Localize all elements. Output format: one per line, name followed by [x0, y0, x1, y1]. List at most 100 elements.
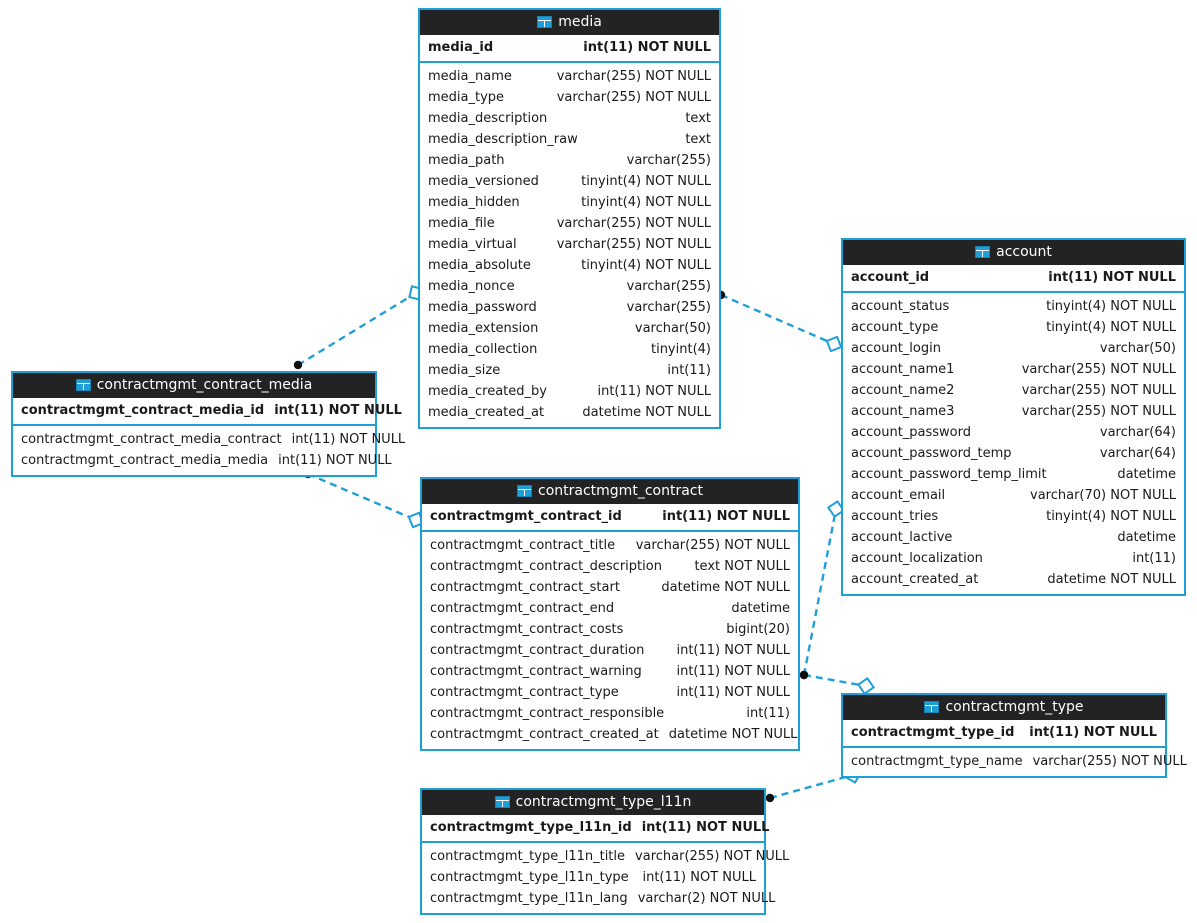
entity-header-contractmgmt_type[interactable]: contractmgmt_type: [843, 695, 1165, 720]
attribute-type: varchar(255): [626, 279, 711, 294]
attribute-name: account_login: [851, 341, 941, 356]
entity-header-contractmgmt_contract_media[interactable]: contractmgmt_contract_media: [13, 373, 375, 398]
attribute-type: int(11) NOT NULL: [597, 384, 711, 399]
relationship-rel-contractmedia-contract[interactable]: [303, 469, 425, 529]
relationship-rel-contract-type[interactable]: [799, 670, 876, 696]
attribute-type: datetime NOT NULL: [1047, 572, 1176, 587]
attribute-type: text: [685, 111, 711, 126]
entity-title: contractmgmt_contract_media: [96, 377, 313, 393]
attribute-type: varchar(50): [1099, 341, 1176, 356]
primary-key-row[interactable]: media_id int(11) NOT NULL: [420, 35, 719, 61]
attribute-name: account_id: [851, 270, 930, 285]
entity-header-contractmgmt_contract[interactable]: contractmgmt_contract: [422, 479, 798, 504]
attribute-row[interactable]: account_login varchar(50): [843, 338, 1184, 359]
relationship-rel-media-account[interactable]: [716, 290, 843, 353]
attribute-name: media_id: [428, 40, 494, 55]
attribute-name: media_hidden: [428, 195, 520, 210]
attribute-row[interactable]: media_created_at datetime NOT NULL: [420, 402, 719, 423]
entity-header-media[interactable]: media: [420, 10, 719, 35]
relationship-rel-contract-account[interactable]: [799, 499, 846, 680]
attribute-type: varchar(2) NOT NULL: [637, 891, 776, 906]
relationship-line: [769, 773, 854, 800]
attribute-type: int(11) NOT NULL: [583, 40, 711, 55]
entity-contractmgmt_contract_media[interactable]: contractmgmt_contract_media contractmgmt_…: [11, 371, 405, 477]
attribute-type: int(11) NOT NULL: [641, 820, 770, 835]
primary-key-section: media_id int(11) NOT NULL: [420, 35, 719, 63]
attribute-type: int(11) NOT NULL: [642, 870, 756, 885]
attribute-type: varchar(255) NOT NULL: [556, 216, 711, 231]
entity-header-account[interactable]: account: [843, 240, 1184, 265]
attribute-name: contractmgmt_contract_duration: [430, 643, 645, 658]
attribute-name: media_path: [428, 153, 505, 168]
attribute-name: media_created_at: [428, 405, 545, 420]
entity-header-contractmgmt_type_l11n[interactable]: contractmgmt_type_l11n: [422, 790, 764, 815]
attribute-type: datetime: [731, 601, 790, 616]
attribute-type: datetime NOT NULL: [582, 405, 711, 420]
attribute-type: int(11) NOT NULL: [676, 664, 790, 679]
attribute-name: account_name3: [851, 404, 955, 419]
relationship-dot-marker: [799, 670, 809, 680]
relationship-rel-contractmedia-media[interactable]: [293, 285, 424, 370]
attribute-name: account_password: [851, 425, 972, 440]
attribute-type: tinyint(4) NOT NULL: [1046, 299, 1176, 314]
